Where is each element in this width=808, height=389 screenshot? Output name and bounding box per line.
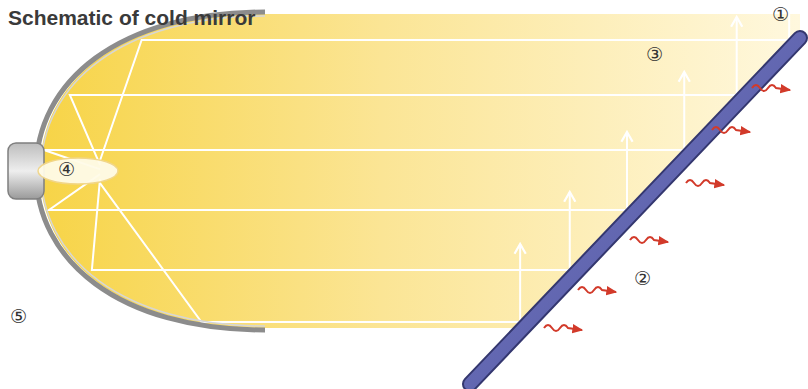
heat-wave bbox=[686, 180, 724, 186]
reflector bbox=[36, 12, 265, 330]
infrared-waves bbox=[544, 85, 790, 331]
light-ray bbox=[92, 179, 570, 270]
callout-number: ① bbox=[772, 4, 789, 25]
diagram-title: Schematic of cold mirror bbox=[8, 6, 255, 29]
heat-wave bbox=[544, 325, 582, 331]
reflector-inner bbox=[41, 16, 265, 326]
light-ray bbox=[70, 17, 737, 165]
callout-number: ② bbox=[634, 268, 651, 289]
heat-wave bbox=[578, 287, 616, 293]
cold-mirror-edge bbox=[470, 38, 800, 384]
light-ray bbox=[100, 183, 520, 322]
light-ray bbox=[49, 132, 627, 210]
heat-wave bbox=[712, 127, 750, 133]
callout-number: ③ bbox=[646, 44, 663, 65]
heat-wave bbox=[752, 85, 790, 91]
heat-wave bbox=[630, 237, 668, 243]
lamp-bulb bbox=[38, 158, 118, 184]
cold-mirror bbox=[470, 38, 800, 384]
light-beam bbox=[40, 14, 800, 328]
light-ray bbox=[44, 72, 684, 169]
callout-number: ⑤ bbox=[10, 306, 27, 327]
callout-number: ④ bbox=[58, 159, 75, 180]
